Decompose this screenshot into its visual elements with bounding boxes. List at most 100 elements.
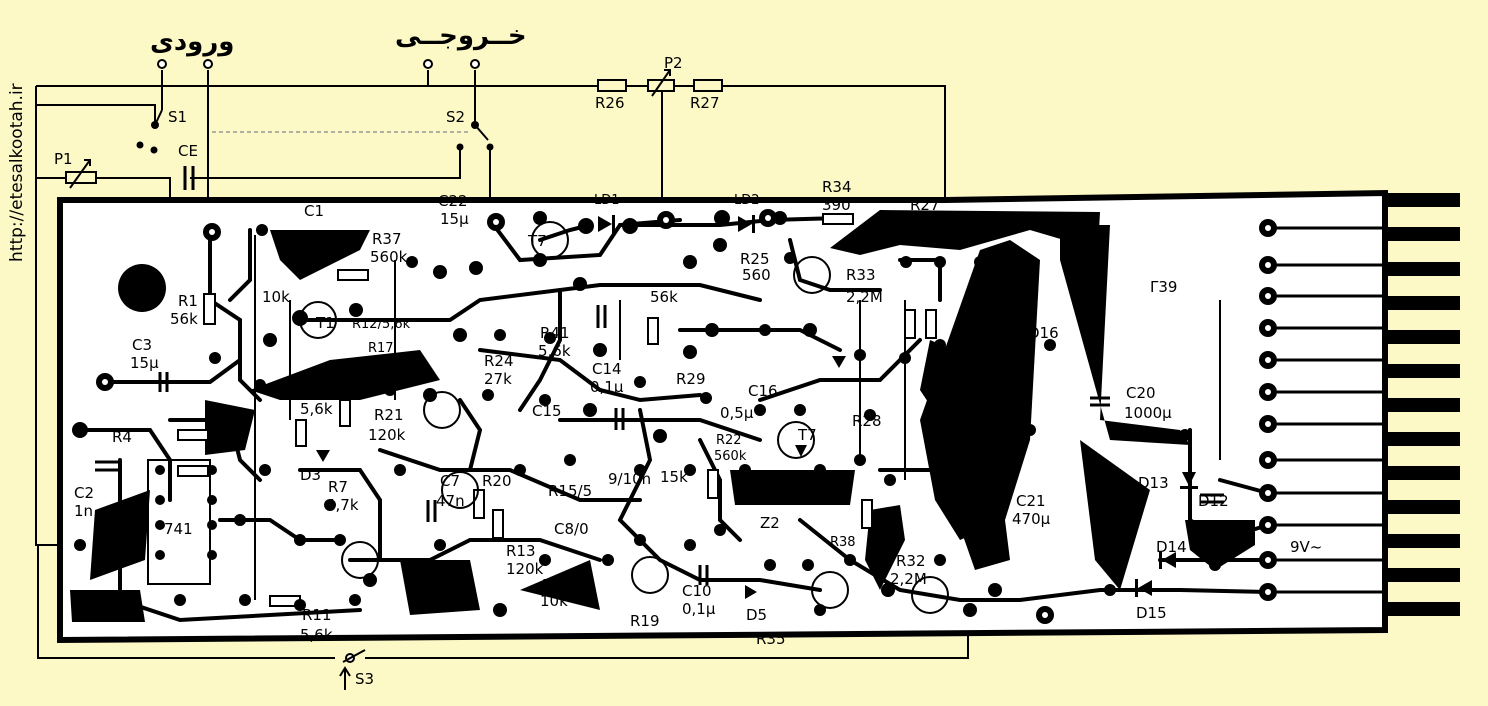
pcb-capacitors [95, 305, 1224, 585]
switch-contacts [136, 121, 494, 154]
label-r39-value: 10k [540, 592, 568, 610]
label-r19: R19 [630, 612, 660, 630]
label-r11-value: 5,6k [300, 626, 333, 644]
label-c3: C3 [132, 336, 152, 354]
output-label: خــروجــی [395, 21, 527, 51]
label-r39: R39 [542, 576, 572, 594]
label-r28: R28 [852, 412, 882, 430]
label-c15: C15 [532, 402, 562, 420]
label-t7b: T7 [797, 426, 817, 444]
label-c21-value: 470µ [1012, 510, 1051, 528]
label-r1: R1 [178, 292, 198, 310]
input-label: ورودی [150, 27, 234, 57]
pad-holes [102, 215, 1271, 618]
label-r13: R13 [506, 542, 536, 560]
label-r22b: R22 [716, 433, 742, 448]
label-r18-value: 15k [660, 468, 688, 486]
label-r36-value: 100 [984, 280, 1013, 298]
label-c20: C20 [1126, 384, 1156, 402]
label-c8: C8/0 [554, 520, 589, 538]
label-ic741: 741 [164, 520, 193, 538]
label-r37-value: 560k [370, 248, 408, 266]
label-d3: D3 [300, 466, 321, 484]
pcb-diodes [316, 215, 1198, 599]
label-r32-value: 2,2M [890, 570, 927, 588]
label-d5: D5 [746, 606, 767, 624]
label-c10: C10 [682, 582, 712, 600]
label-r1-value: 56k [170, 310, 198, 328]
label-r12: R12/5,6k [352, 317, 411, 332]
label-r11: R11 [302, 606, 332, 624]
label-t1: T1 [315, 314, 335, 332]
label-d12: D12 [1198, 492, 1229, 510]
label-t7: T7 [527, 232, 547, 250]
label-r34-value: 390 [822, 196, 851, 214]
pcb-resistors [177, 213, 937, 607]
label-r5-value: 10k [262, 288, 290, 306]
p2-arrow [651, 69, 671, 97]
watermark-text: http://etesalkootah.ir [7, 83, 27, 262]
pcb-pads [72, 209, 1221, 624]
label-r36: R36 [984, 262, 1014, 280]
label-r33: R33 [846, 266, 876, 284]
label-r38: R38 [830, 535, 856, 550]
label-c14-value: 0,1µ [590, 378, 624, 396]
label-c2: C2 [74, 484, 94, 502]
p1-arrow [69, 159, 91, 189]
pcb-transistors [299, 221, 949, 614]
label-d15: D15 [1136, 604, 1167, 622]
label-r41: R41 [540, 324, 570, 342]
label-p1: P1 [54, 150, 73, 168]
label-d13: D13 [1138, 474, 1169, 492]
edge-connector [1385, 193, 1460, 616]
label-c7: C7 [440, 472, 460, 490]
label-z2: Z2 [760, 514, 780, 532]
label-ld1: LD1 [594, 193, 620, 208]
label-p2: P2 [664, 54, 683, 72]
label-c22-value: 15µ [440, 210, 469, 228]
label-c7-value: 47n [436, 492, 465, 510]
label-r4: R4 [112, 428, 132, 446]
label-r34: R34 [822, 178, 852, 196]
label-r20: R20 [482, 472, 512, 490]
label-r29: R29 [676, 370, 706, 388]
label-r27: R27 [690, 94, 720, 112]
label-c16-value: 0,5µ [720, 404, 754, 422]
label-r22-value: 56k [650, 288, 678, 306]
label-c16: C16 [748, 382, 778, 400]
label-r13-value: 120k [506, 560, 544, 578]
s3-arrow [339, 666, 351, 690]
label-s3: S3 [355, 670, 374, 688]
label-r6-value: 5,6k [300, 400, 333, 418]
label-c20-value: 1000µ [1124, 404, 1172, 422]
label-c22: C22 [438, 192, 468, 210]
label-r7-value: 4,7k [326, 496, 359, 514]
label-r25: R25 [740, 250, 770, 268]
label-c9: 9/10n [608, 470, 651, 488]
label-r35: R35 [756, 630, 786, 648]
label-s2: S2 [446, 108, 465, 126]
label-r33-value: 2,2M [846, 288, 883, 306]
label-r22b-value: 560k [714, 449, 747, 464]
label-d16: D16 [1028, 324, 1059, 342]
label-r41-value: 5,6k [538, 342, 571, 360]
label-r7: R7 [328, 478, 348, 496]
label-c3-value: 15µ [130, 354, 159, 372]
label-r24: R24 [484, 352, 514, 370]
switch-levers [154, 109, 489, 663]
mounting-hole [118, 264, 166, 312]
label-ld2: LD2 [734, 193, 760, 208]
capacitor-ce [183, 166, 195, 190]
label-c10-value: 0,1µ [682, 600, 716, 618]
label-r32: R32 [896, 552, 926, 570]
label-r21-value: 120k [368, 426, 406, 444]
label-ce: CE [178, 142, 198, 160]
label-s1: S1 [168, 108, 187, 126]
label-d14: D14 [1156, 538, 1187, 556]
label-r37: R37 [372, 230, 402, 248]
label-r27b: R27 [910, 196, 940, 214]
connector-traces [1270, 226, 1385, 594]
label-c21: C21 [1016, 492, 1046, 510]
